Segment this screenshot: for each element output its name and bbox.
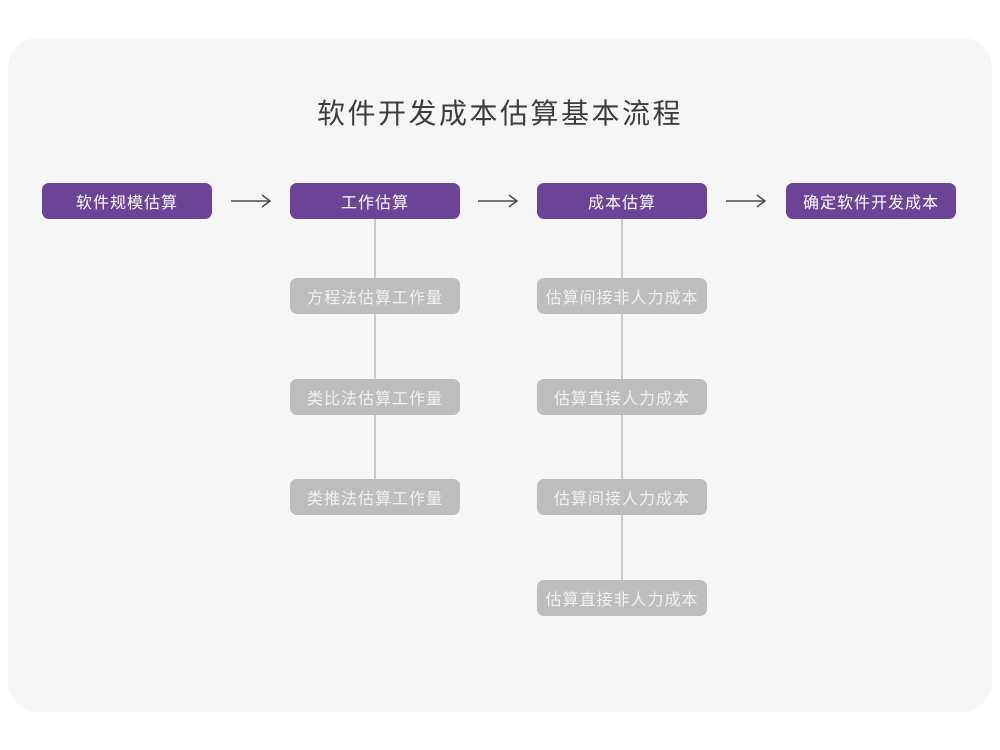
arrow-right-icon — [231, 194, 272, 208]
connector-line-work — [374, 219, 376, 480]
method-node-direct-labor-cost: 估算直接人力成本 — [537, 379, 707, 415]
method-node-indirect-labor-cost: 估算间接人力成本 — [537, 479, 707, 515]
diagram-title: 软件开发成本估算基本流程 — [316, 98, 683, 129]
stage-node-cost-estimation: 成本估算 — [537, 183, 707, 219]
method-node-equation-method: 方程法估算工作量 — [290, 278, 460, 314]
method-node-analogy-method: 类比法估算工作量 — [290, 379, 460, 415]
method-node-direct-non-labor-cost: 估算直接非人力成本 — [537, 580, 707, 616]
arrow-right-icon — [726, 194, 767, 208]
method-node-indirect-non-labor-cost: 估算间接非人力成本 — [537, 278, 707, 314]
stage-node-determine-development-cost: 确定软件开发成本 — [786, 183, 956, 219]
arrow-right-icon — [478, 194, 519, 208]
diagram-card — [8, 38, 992, 712]
method-node-extrapolation-method: 类推法估算工作量 — [290, 479, 460, 515]
stage-node-software-scale-estimation: 软件规模估算 — [42, 183, 212, 219]
stage-node-work-estimation: 工作估算 — [290, 183, 460, 219]
